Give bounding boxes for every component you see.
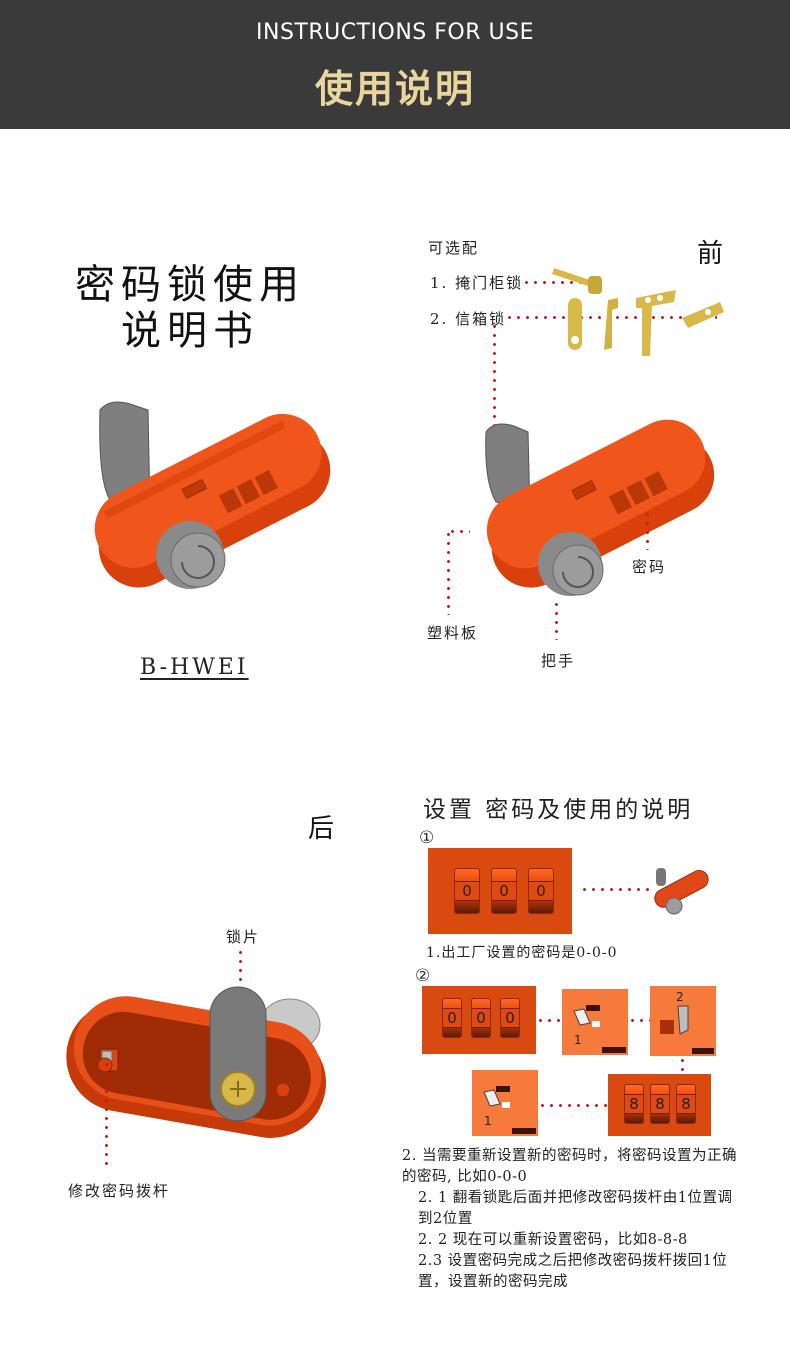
small-lock-icon xyxy=(654,868,709,915)
leader-line xyxy=(555,600,558,640)
optional-label: 可选配 xyxy=(428,239,480,257)
dial-digit: 0 xyxy=(472,1008,490,1028)
combination-lock-illustration-back xyxy=(66,986,326,1138)
instruction-step: 2. 1 翻看锁匙后面并把修改密码拨杆由1位置调到2位置 xyxy=(418,1190,733,1227)
step2-dial-panel-initial: 0 0 0 xyxy=(422,986,536,1054)
lever-switch-icon xyxy=(483,1086,510,1108)
dial-digit: 8 xyxy=(677,1094,695,1114)
leader-line xyxy=(448,530,470,533)
brass-cam-accessories xyxy=(552,268,724,356)
combination-lock-illustration-front xyxy=(94,401,331,589)
instruction-step: 2. 当需要重新设置新的密码时，将密码设置为正确的密码, 比如0-0-0 xyxy=(402,1148,737,1185)
dial-digit: 0 xyxy=(501,1008,519,1028)
dial-digit: 0 xyxy=(443,1008,461,1028)
dial-digit: 0 xyxy=(529,881,553,901)
combination-lock-illustration-labeled xyxy=(485,419,715,596)
slot xyxy=(692,1048,714,1054)
step1-marker: ① xyxy=(419,828,435,848)
dial-digit: 8 xyxy=(651,1094,669,1114)
leader-line xyxy=(628,1019,650,1022)
leader-line xyxy=(538,1104,608,1107)
leader-line xyxy=(105,1060,108,1165)
lever-switch-icon xyxy=(660,1005,689,1035)
slot xyxy=(512,1128,536,1134)
front-view-label: 前 xyxy=(697,239,724,269)
lever-position-1-panel: 1 xyxy=(562,989,628,1055)
dial-digit: 0 xyxy=(455,881,479,901)
leader-line xyxy=(646,510,649,550)
header-title-cn: 使用说明 xyxy=(314,67,475,111)
label-lock-blade: 锁片 xyxy=(226,928,261,946)
setup-section-title: 设置 密码及使用的说明 xyxy=(423,797,694,823)
leader-line xyxy=(447,530,450,615)
option-cabinet-lock: 1. 掩门柜锁 xyxy=(430,274,524,292)
lever-position-2-panel: 2 xyxy=(650,986,716,1056)
dial-digit: 0 xyxy=(492,881,516,901)
label-handle: 把手 xyxy=(541,652,576,670)
header-banner: INSTRUCTIONS FOR USE 使用说明 xyxy=(0,0,790,129)
step1-caption: 1.出工厂设置的密码是0-0-0 xyxy=(426,945,618,961)
leader-line xyxy=(522,281,582,284)
instruction-step: 2. 2 现在可以重新设置密码，比如8-8-8 xyxy=(418,1232,688,1248)
dial-digit: 8 xyxy=(625,1094,643,1114)
label-reset-lever: 修改密码拨杆 xyxy=(68,1182,171,1200)
leader-line xyxy=(681,1056,684,1074)
step2-dial-panel-new: 8 8 8 xyxy=(608,1074,711,1136)
step1-dial-panel: 0 0 0 xyxy=(428,848,572,934)
back-view-label: 后 xyxy=(308,814,335,844)
lever-position-number: 1 xyxy=(484,1114,492,1128)
leader-line xyxy=(536,1019,562,1022)
manual-title: 密码锁使用 说明书 xyxy=(60,262,320,354)
leader-line xyxy=(580,888,652,891)
lever-switch-icon xyxy=(573,1005,600,1027)
setup-instructions: 2. 当需要重新设置新的密码时，将密码设置为正确的密码, 比如0-0-0 2. … xyxy=(402,1146,742,1293)
label-plastic-plate: 塑料板 xyxy=(427,624,479,642)
leader-line xyxy=(239,948,242,990)
lever-position-1-panel-return: 1 xyxy=(472,1070,538,1136)
lever-position-number: 2 xyxy=(676,990,684,1004)
leader-line xyxy=(493,322,496,430)
header-title-en: INSTRUCTIONS FOR USE xyxy=(256,20,534,45)
step2-marker: ② xyxy=(415,966,431,986)
instruction-step: 2.3 设置密码完成之后把修改密码拨杆拨回1位置，设置新的密码完成 xyxy=(418,1253,728,1290)
slot xyxy=(602,1047,626,1053)
model-number: B-HWEI xyxy=(140,655,249,680)
option-mailbox-lock: 2. 信箱锁 xyxy=(430,310,507,328)
manual-title-line1: 密码锁使用 xyxy=(75,262,305,308)
manual-title-line2: 说明书 xyxy=(121,308,259,354)
label-code: 密码 xyxy=(632,558,667,576)
lever-position-number: 1 xyxy=(574,1033,582,1047)
